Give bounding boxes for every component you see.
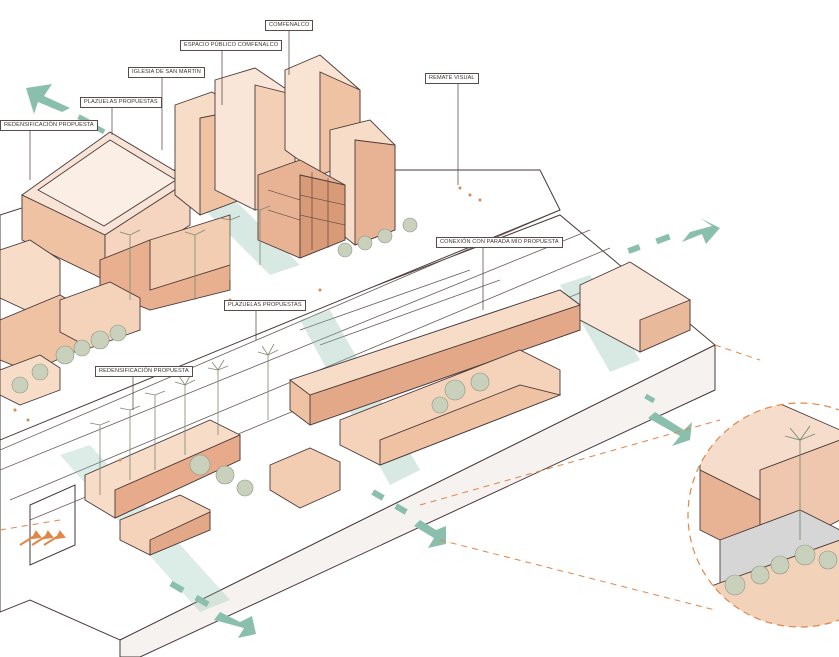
entry-arrows-icon [19,530,66,546]
label-conexion: CONEXIÓN CON PARADA MÍO PROPUESTA [436,237,563,248]
sight-lines [0,344,761,611]
label-iglesia: IGLESIA DE SAN MARTÍN [128,67,205,78]
label-comfenalco: COMFENALCO [265,20,314,31]
zoom-circle [687,402,839,628]
leader-lines [29,30,484,410]
palm-trees [89,205,279,495]
lower-buildings [84,419,341,556]
trees [11,217,490,497]
label-plazuelas-top: PLAZUELAS PROPUESTAS [80,97,162,108]
label-remate-visual: REMATE VISUAL [425,73,479,84]
label-redensificacion-mid: REDENSIFICACIÓN PROPUESTA [95,366,193,377]
label-redensificacion-top: REDENSIFICACIÓN PROPUESTA [0,120,98,131]
label-espacio-publico: ESPACIO PÚBLICO COMFENALCO [180,40,283,51]
middle-buildings [289,261,691,466]
top-buildings [21,54,396,311]
label-plazuelas-mid: PLAZUELAS PROPUESTAS [224,300,306,311]
